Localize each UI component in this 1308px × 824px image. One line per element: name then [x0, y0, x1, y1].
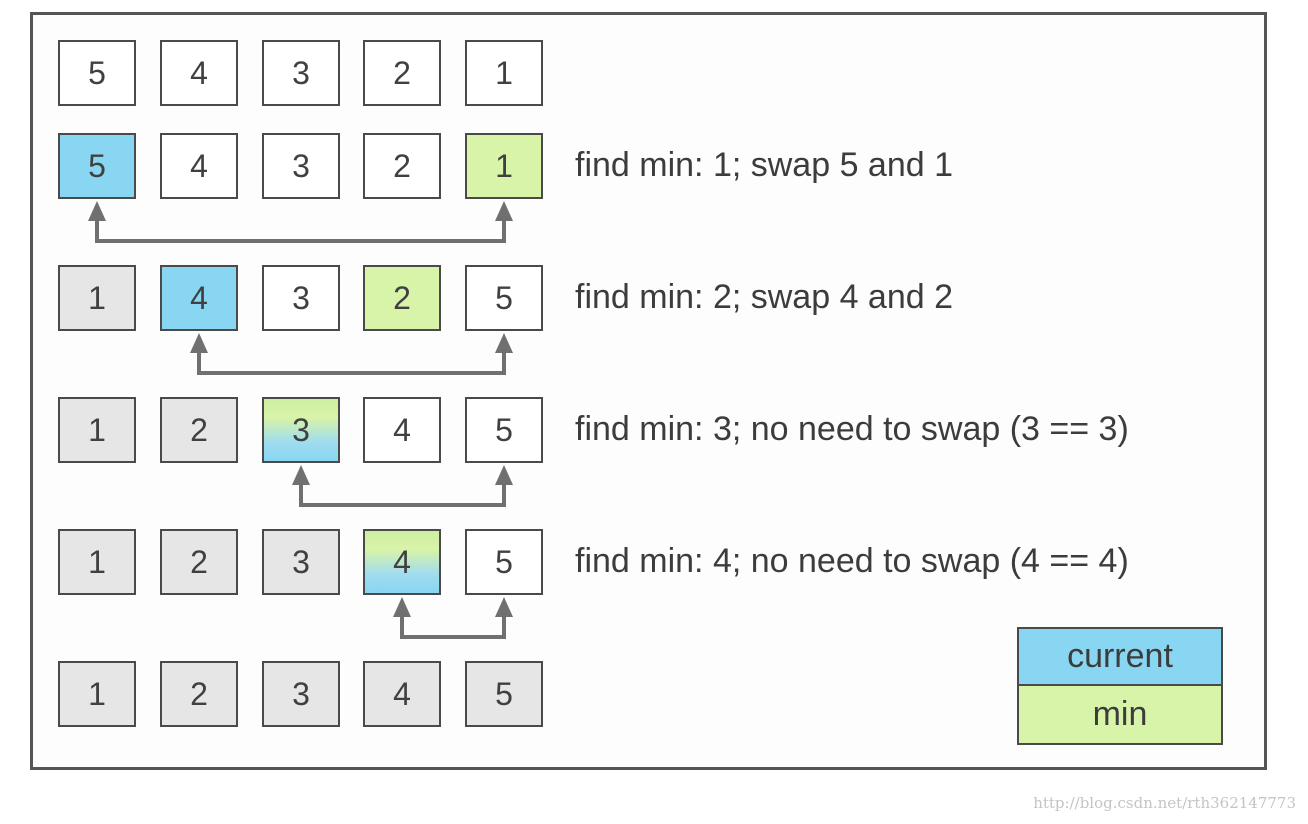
step-description: find min: 1; swap 5 and 1 [575, 146, 954, 184]
cell-r3-c4: 5 [465, 397, 543, 463]
arrow-head-min [495, 201, 513, 221]
cell-r3-c1: 2 [160, 397, 238, 463]
cell-r5-c1: 2 [160, 661, 238, 727]
cell-r4-c4: 5 [465, 529, 543, 595]
cell-r0-c4: 1 [465, 40, 543, 106]
legend-min: min [1017, 686, 1223, 745]
swap-connector [197, 349, 506, 375]
watermark: http://blog.csdn.net/rth362147773 [1033, 794, 1296, 812]
arrow-head-min [495, 465, 513, 485]
swap-connector [400, 613, 506, 639]
cell-r2-c0: 1 [58, 265, 136, 331]
cell-r2-c3: 2 [363, 265, 441, 331]
cell-r3-c3: 4 [363, 397, 441, 463]
arrow-head-min [495, 333, 513, 353]
cell-r2-c2: 3 [262, 265, 340, 331]
cell-r5-c0: 1 [58, 661, 136, 727]
cell-r1-c4: 1 [465, 133, 543, 199]
swap-connector [95, 217, 506, 243]
cell-r5-c3: 4 [363, 661, 441, 727]
cell-r5-c2: 3 [262, 661, 340, 727]
step-description: find min: 4; no need to swap (4 == 4) [575, 542, 1129, 580]
cell-r1-c1: 4 [160, 133, 238, 199]
cell-r3-c0: 1 [58, 397, 136, 463]
cell-r3-c2: 3 [262, 397, 340, 463]
cell-r5-c4: 5 [465, 661, 543, 727]
legend-current: current [1017, 627, 1223, 686]
cell-r2-c4: 5 [465, 265, 543, 331]
arrow-head-current [393, 597, 411, 617]
cell-r1-c0: 5 [58, 133, 136, 199]
step-description: find min: 3; no need to swap (3 == 3) [575, 410, 1129, 448]
cell-r0-c3: 2 [363, 40, 441, 106]
arrow-head-current [190, 333, 208, 353]
legend: current min [1017, 627, 1223, 745]
cell-r1-c3: 2 [363, 133, 441, 199]
cell-r4-c3: 4 [363, 529, 441, 595]
cell-r1-c2: 3 [262, 133, 340, 199]
arrow-head-current [88, 201, 106, 221]
arrow-head-current [292, 465, 310, 485]
cell-r2-c1: 4 [160, 265, 238, 331]
swap-connector [299, 481, 506, 507]
step-description: find min: 2; swap 4 and 2 [575, 278, 954, 316]
cell-r0-c1: 4 [160, 40, 238, 106]
cell-r4-c1: 2 [160, 529, 238, 595]
cell-r0-c2: 3 [262, 40, 340, 106]
cell-r4-c0: 1 [58, 529, 136, 595]
cell-r4-c2: 3 [262, 529, 340, 595]
cell-r0-c0: 5 [58, 40, 136, 106]
arrow-head-min [495, 597, 513, 617]
